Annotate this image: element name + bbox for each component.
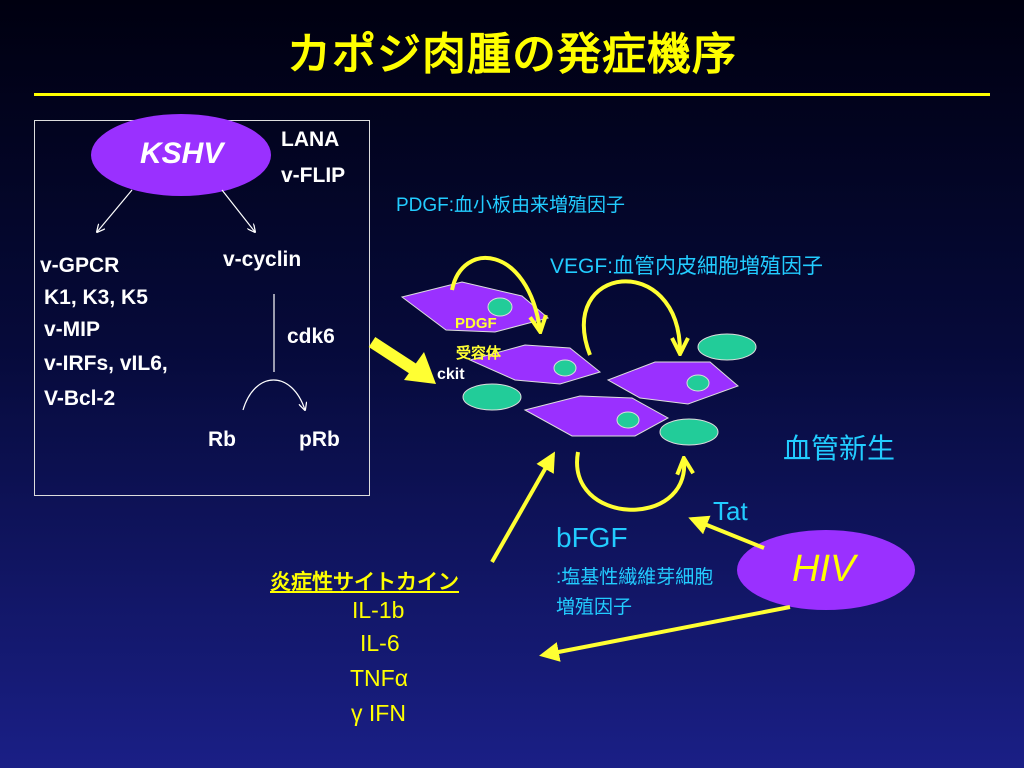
cytokine-il1b: IL-1b: [352, 597, 405, 623]
lana-label: LANA: [281, 128, 340, 151]
bfgf-loop-arrow: [575, 451, 684, 512]
vmip-label: v-MIP: [44, 318, 101, 341]
angiogenesis-label: 血管新生: [783, 433, 896, 464]
arrow-to-vgpcr: [97, 189, 133, 232]
slide-title: カポジ肉腫の発症機序: [287, 29, 737, 80]
cell-3: [606, 361, 739, 405]
virfs-vil6-label: v-IRFs, vIL6,: [44, 352, 168, 375]
cell-1-nucleus: [487, 297, 513, 317]
vcyclin-label: v-cyclin: [223, 248, 302, 271]
hiv-label: HIV: [792, 548, 856, 590]
cytokine-ifn-gamma: γ IFN: [351, 700, 406, 726]
pdgf-loop-arrow: [450, 256, 540, 330]
cell-3-nucleus: [686, 374, 710, 392]
prb-label: pRb: [299, 428, 340, 451]
cytokine-heading: 炎症性サイトカイン: [270, 571, 459, 594]
kshv-to-cells-shaft: [368, 336, 422, 378]
vflip-label: v-FLIP: [281, 164, 346, 187]
bfgf-desc-line1: :塩基性繊維芽細胞: [556, 567, 714, 588]
vegf-label: VEGF:血管内皮細胞増殖因子: [550, 255, 824, 278]
hiv-oval: [737, 530, 915, 610]
cytokine-arrow: [490, 451, 555, 563]
green-cell-b: [697, 333, 757, 361]
pdgf-receptor-label-1: PDGF: [455, 315, 497, 332]
bfgf-desc-line2: 増殖因子: [556, 597, 633, 618]
cytokine-tnfa: TNFα: [350, 665, 409, 691]
ckit-label: ckit: [437, 366, 465, 383]
green-cell-a: [462, 383, 522, 411]
cell-1: [400, 281, 550, 333]
vgpcr-label: v-GPCR: [40, 254, 120, 277]
arrow-to-vcyclin: [221, 189, 255, 232]
pdgf-label: PDGF:血小板由来増殖因子: [396, 195, 626, 216]
title-underline: [34, 93, 990, 96]
bfgf-label: bFGF: [556, 522, 628, 553]
rb-label: Rb: [208, 428, 236, 451]
cytokine-il6: IL-6: [360, 630, 400, 656]
cdk6-label: cdk6: [287, 325, 335, 348]
cell-4-nucleus: [616, 411, 640, 429]
pdgf-receptor-label-2: 受容体: [456, 345, 502, 362]
k1-k3-k5-label: K1, K3, K5: [44, 286, 148, 309]
vegf-loop-arrow: [581, 279, 680, 355]
hiv-to-cytokine-arrow: [539, 605, 791, 662]
cell-4: [523, 395, 670, 437]
tat-label: Tat: [713, 496, 748, 526]
kshv-oval: [91, 114, 271, 196]
kshv-label: KSHV: [140, 137, 224, 170]
rb-phosphorylation-arrow: [242, 379, 305, 410]
kshv-to-cells-head: [404, 352, 436, 384]
green-cell-c: [659, 418, 719, 446]
cell-2-nucleus: [553, 359, 577, 377]
vbcl2-label: V-Bcl-2: [44, 387, 116, 410]
tat-arrow: [688, 515, 765, 550]
